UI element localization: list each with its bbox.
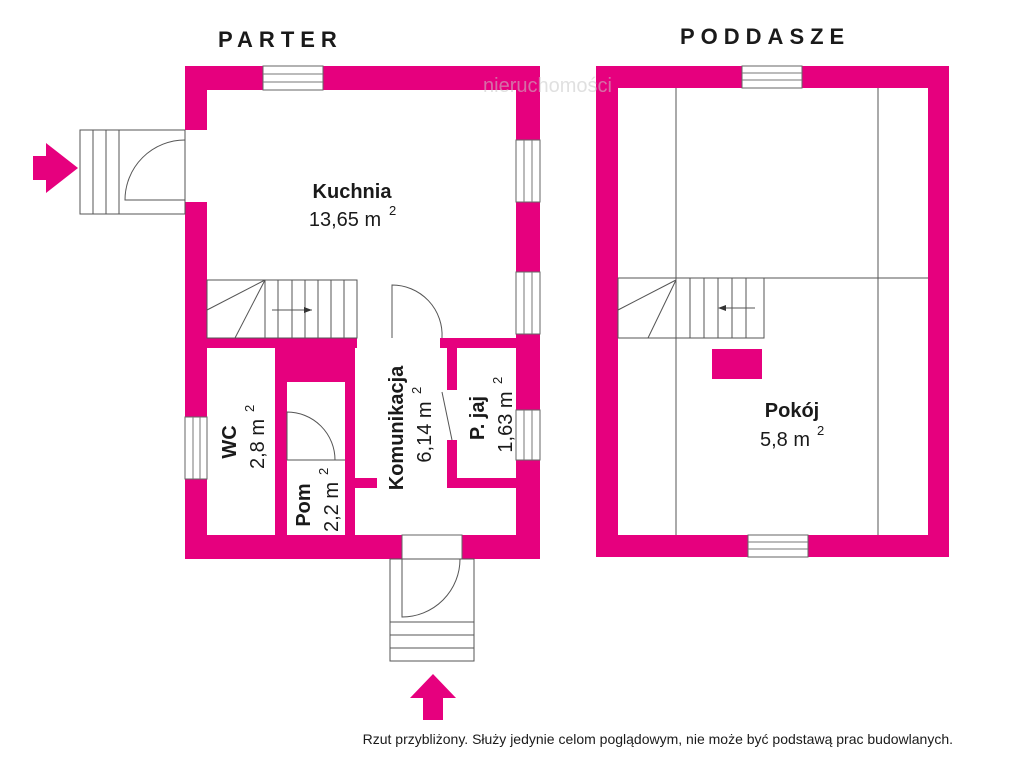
door-swing	[286, 411, 336, 461]
wall	[185, 535, 540, 559]
superscript: 2	[389, 203, 396, 218]
superscript: 2	[409, 387, 424, 394]
superscript: 2	[316, 468, 331, 475]
watermark: nieruchomości	[483, 75, 612, 97]
window	[184, 416, 208, 480]
door-opening	[447, 390, 457, 440]
superscript: 2	[817, 423, 824, 438]
superscript: 2	[242, 405, 257, 412]
superscript: 2	[490, 377, 505, 384]
wall	[275, 348, 287, 535]
door-opening	[287, 412, 345, 460]
wall	[207, 338, 357, 348]
label-pom: Pom 2,2 m 2	[293, 468, 343, 532]
door-opening	[185, 130, 207, 202]
room-name: Komunikacja	[386, 365, 408, 490]
door-swing	[391, 284, 443, 339]
label-pantry: P. jaj 1,63 m 2	[467, 377, 517, 453]
entrance-arrow-icon	[410, 674, 456, 720]
wall	[928, 66, 949, 557]
room-name: WC	[219, 425, 241, 458]
wall	[440, 338, 516, 348]
label-kitchen: Kuchnia 13,65 m 2	[309, 181, 396, 231]
entrance-steps-left	[79, 129, 186, 215]
entrance-arrow-icon	[33, 143, 78, 193]
room-name: P. jaj	[467, 396, 489, 440]
wall	[355, 478, 377, 488]
room-area: 5,8 m	[760, 429, 810, 451]
window	[747, 534, 809, 558]
label-room: Pokój 5,8 m 2	[760, 400, 824, 451]
wall	[282, 348, 352, 382]
window	[515, 139, 541, 203]
room-name: Kuchnia	[313, 181, 393, 203]
room-name: Pom	[293, 483, 315, 526]
wall	[596, 66, 618, 557]
wall	[447, 478, 516, 488]
room-area: 2,8 m	[247, 419, 269, 469]
disclaimer-text: Rzut przybliżony. Służy jedynie celom po…	[363, 731, 953, 747]
window	[515, 271, 541, 335]
entrance-steps-bottom	[389, 558, 475, 662]
window	[262, 65, 324, 91]
door-opening	[401, 534, 463, 560]
room-area: 6,14 m	[414, 401, 436, 462]
room-name: Pokój	[765, 400, 819, 422]
stairs	[617, 277, 765, 339]
attic-floor-plan	[596, 65, 949, 558]
room-area: 1,63 m	[495, 391, 517, 452]
ground-floor-plan	[79, 65, 541, 662]
ground-floor-title: PARTER	[218, 27, 343, 52]
wall	[345, 348, 355, 535]
stairs	[206, 279, 358, 339]
chimney	[712, 349, 762, 379]
room-area: 2,2 m	[321, 482, 343, 532]
window	[515, 409, 541, 461]
label-wc: WC 2,8 m 2	[219, 405, 269, 469]
room-area: 13,65 m	[309, 209, 381, 231]
label-hall: Komunikacja 6,14 m 2	[386, 365, 436, 490]
window	[741, 65, 803, 89]
wall	[185, 66, 540, 90]
attic-floor-title: PODDASZE	[680, 24, 850, 49]
